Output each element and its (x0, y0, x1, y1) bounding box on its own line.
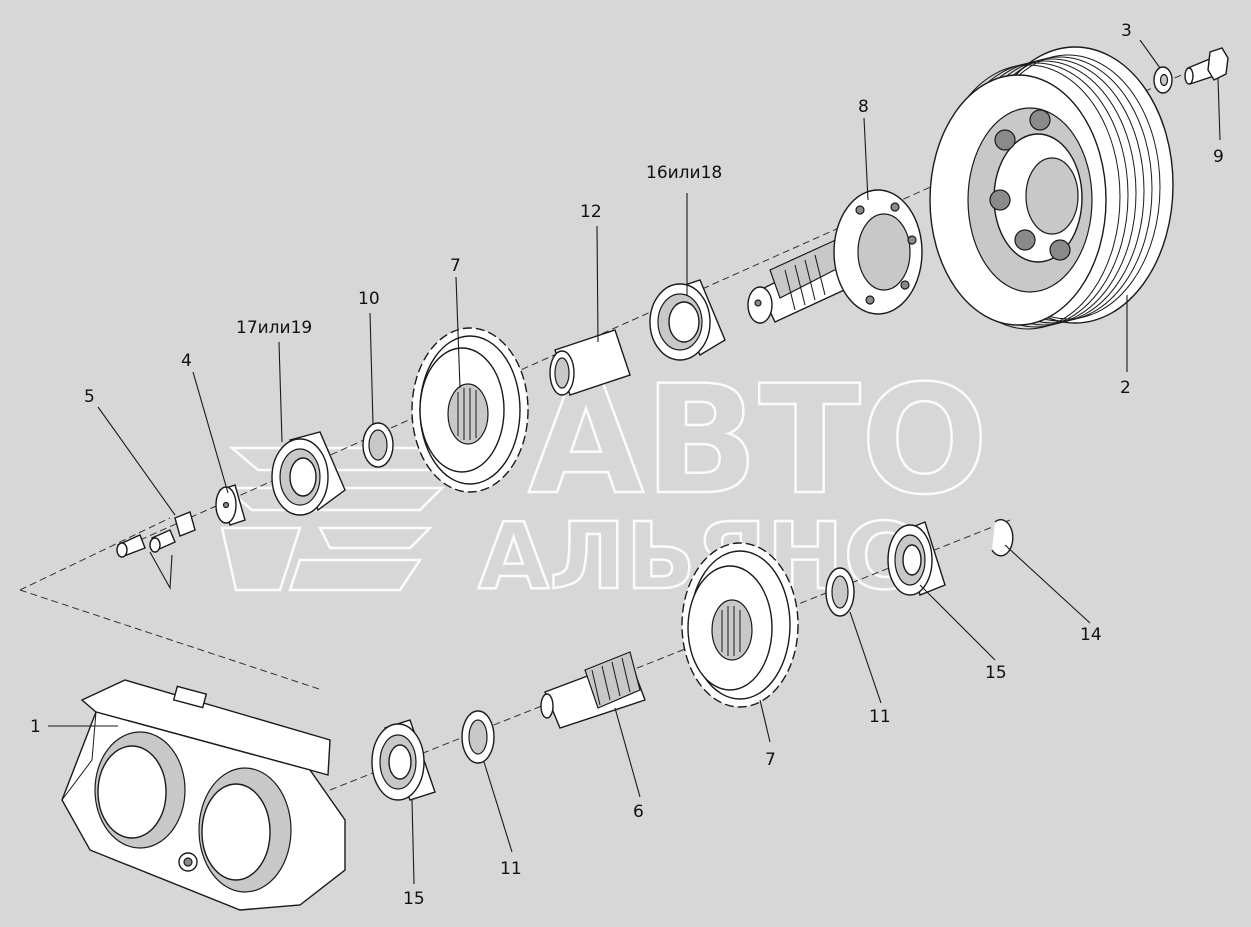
callout-15-right: 15 (985, 663, 1007, 683)
callout-4: 4 (181, 351, 192, 371)
bolt-part-9 (1184, 47, 1229, 85)
spacer-part-11-right (825, 567, 855, 617)
bearing-part-15-lower (371, 719, 436, 801)
retaining-ring-part-14 (991, 519, 1014, 557)
lock-plate-part-5 (116, 511, 196, 590)
callout-5: 5 (84, 387, 95, 407)
bearing-part-17-or-19 (271, 431, 346, 516)
bearing-part-15-right (887, 521, 946, 596)
callout-8: 8 (858, 97, 869, 117)
callout-numbers: 1 2 3 4 5 6 7 7 8 9 10 11 11 12 14 15 15… (30, 21, 1224, 909)
gearbox-housing-part-1 (61, 679, 346, 911)
watermark-logo-emblem (220, 446, 466, 592)
splined-shaft-part-6 (540, 651, 646, 729)
callout-1: 1 (30, 717, 41, 737)
callout-6: 6 (633, 802, 644, 822)
callout-15-lower: 15 (403, 889, 425, 909)
washer-part-3 (1153, 66, 1173, 94)
disc-part-4 (215, 484, 246, 526)
ring-part-10 (362, 422, 394, 468)
callout-12: 12 (580, 202, 602, 222)
gear-part-7-upper (411, 327, 529, 493)
sleeve-part-12 (549, 329, 631, 396)
callout-7-lower: 7 (765, 750, 776, 770)
spacer-part-11-lower (461, 710, 495, 764)
leader-lines (48, 39, 1221, 885)
callout-17-or-19: 17или19 (236, 318, 312, 338)
callout-14: 14 (1080, 625, 1102, 645)
callout-16-or-18: 16или18 (646, 163, 722, 183)
callout-11-right: 11 (869, 707, 891, 727)
callout-9: 9 (1213, 147, 1224, 167)
flanged-shaft-part-8 (747, 189, 923, 324)
callout-11-lower: 11 (500, 859, 522, 879)
gear-part-7-lower (681, 542, 799, 708)
callout-2: 2 (1120, 378, 1131, 398)
pulley-part-2 (929, 46, 1174, 330)
callout-7-upper: 7 (450, 256, 461, 276)
callout-3: 3 (1121, 21, 1132, 41)
bearing-part-16-or-18 (649, 279, 726, 361)
callout-10: 10 (358, 289, 380, 309)
